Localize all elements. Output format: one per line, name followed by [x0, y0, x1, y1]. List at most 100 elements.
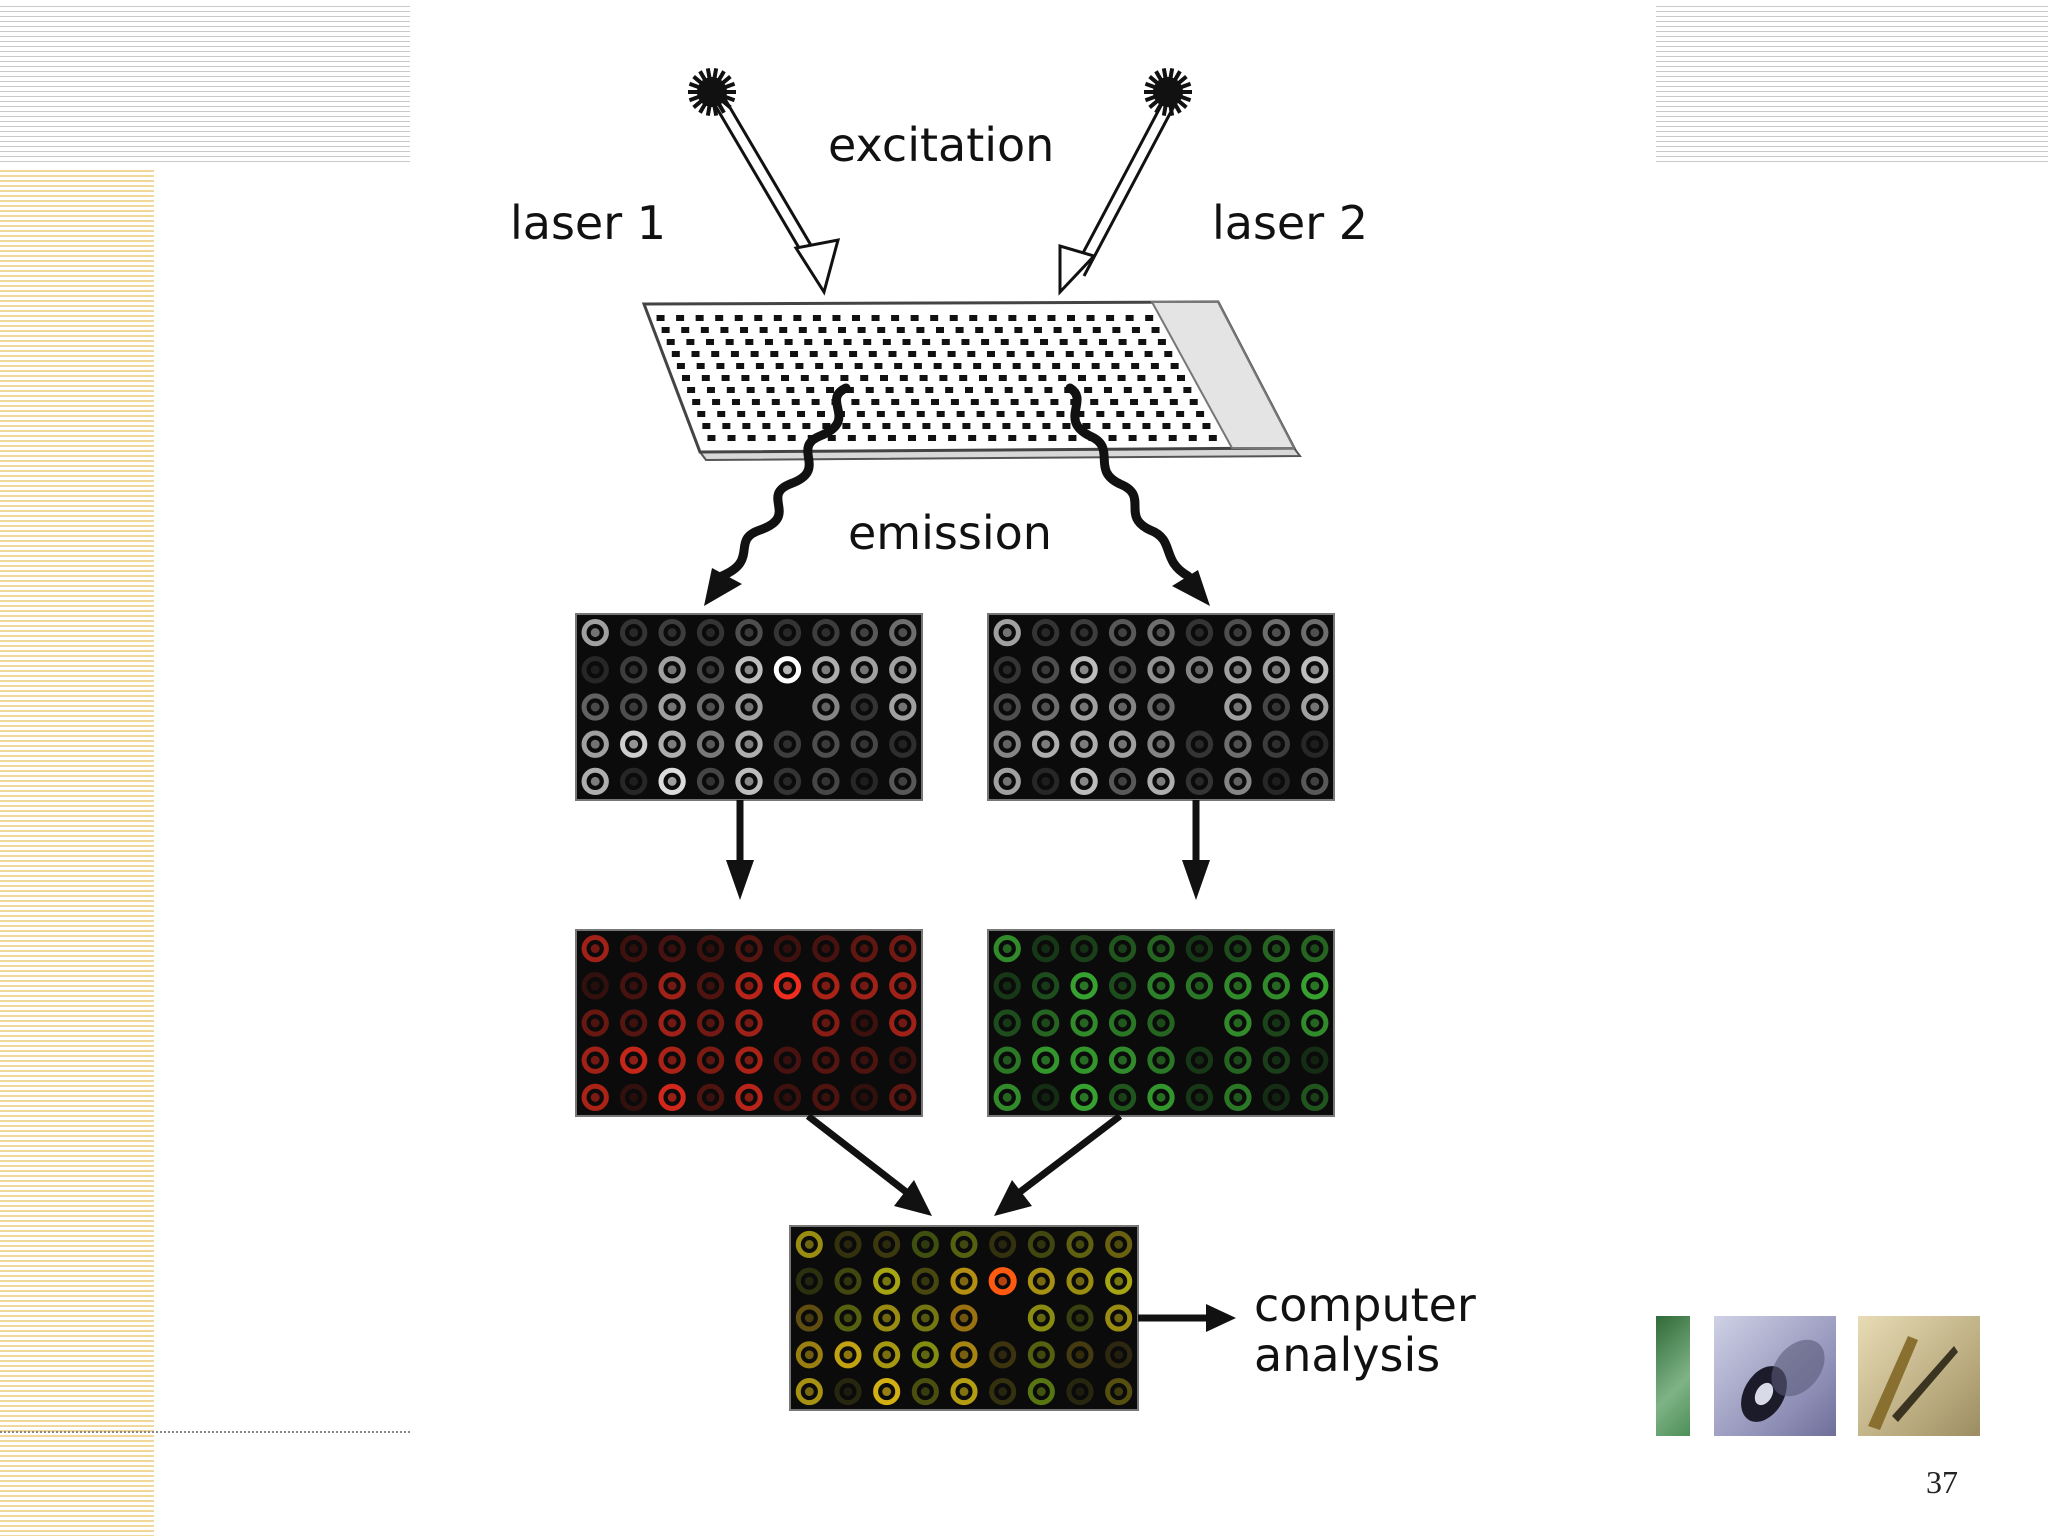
- microarray-spot: [1224, 730, 1252, 758]
- array-spot: [1000, 339, 1009, 345]
- scan-panel-laser2: [987, 613, 1335, 801]
- microarray-spot: [581, 934, 609, 963]
- array-spot: [1004, 387, 1013, 393]
- microarray-spot: [1185, 1083, 1214, 1112]
- microarray-spot: [1070, 730, 1098, 758]
- array-spot: [916, 411, 925, 417]
- array-spot: [1022, 423, 1031, 429]
- arrow-icon: [1058, 99, 1176, 296]
- microarray-spot: [812, 1083, 840, 1112]
- array-spot: [874, 363, 883, 369]
- microarray-spot: [1066, 1378, 1094, 1406]
- array-spot: [1082, 423, 1091, 429]
- microarray-spot: [873, 1304, 901, 1332]
- array-spot: [969, 315, 978, 321]
- microarray-spot: [1066, 1230, 1094, 1258]
- array-spot: [852, 315, 860, 321]
- array-spot: [877, 327, 886, 333]
- array-spot: [998, 375, 1007, 381]
- microarray-spot: [581, 1009, 609, 1037]
- arrow-icon: [994, 1180, 1032, 1216]
- microarray-spot: [1224, 1083, 1252, 1112]
- microarray-spot: [1070, 767, 1098, 796]
- microarray-spot: [1301, 1083, 1329, 1112]
- array-spot: [1148, 435, 1157, 441]
- array-spot: [888, 351, 897, 357]
- microarray-spot: [1066, 1341, 1094, 1369]
- array-spot: [882, 423, 891, 429]
- microarray-spot: [658, 656, 686, 684]
- array-spot: [968, 435, 977, 441]
- microarray-spot: [873, 1230, 901, 1258]
- array-spot: [742, 423, 751, 429]
- pen-photo-icon: [1858, 1316, 1980, 1436]
- array-spot: [731, 399, 740, 405]
- arrow-icon: [726, 860, 754, 900]
- array-spot: [1052, 363, 1061, 369]
- microarray-spot: [1224, 972, 1252, 1000]
- microarray-spot: [993, 693, 1021, 721]
- array-spot: [1208, 435, 1217, 441]
- footer-divider: [0, 1431, 410, 1433]
- array-spot: [1123, 387, 1132, 393]
- microarray-spot: [658, 730, 686, 758]
- array-spot: [942, 423, 951, 429]
- array-spot: [1103, 387, 1112, 393]
- array-spot: [707, 435, 716, 441]
- microarray-spot: [993, 1046, 1021, 1074]
- laser2-label: laser 2: [1212, 196, 1369, 250]
- array-spot: [965, 387, 974, 393]
- array-spot: [823, 339, 832, 345]
- array-spot: [956, 411, 965, 417]
- microarray-spot: [620, 730, 648, 758]
- array-spot: [1050, 399, 1059, 405]
- array-spot: [880, 375, 888, 381]
- array-spot: [913, 363, 922, 369]
- microarray-spot: [1262, 767, 1290, 796]
- microarray-spot: [735, 767, 763, 796]
- sun-burst-icon: [688, 68, 736, 116]
- microarray-spot: [696, 1009, 725, 1037]
- array-spot: [986, 351, 995, 357]
- microarray-spot: [1108, 934, 1137, 963]
- microarray-spot: [581, 1046, 609, 1074]
- array-spot: [1036, 411, 1045, 417]
- microarray-spot: [1262, 972, 1290, 1000]
- array-spot: [882, 339, 891, 345]
- microarray-spot: [1108, 618, 1137, 647]
- microarray-spot: [696, 1046, 725, 1074]
- array-spot: [979, 375, 987, 381]
- array-spot: [802, 423, 811, 429]
- microarray-spot: [988, 1267, 1017, 1296]
- microarray-spot: [735, 618, 763, 647]
- array-spot: [862, 423, 871, 429]
- array-spot: [1098, 339, 1107, 345]
- array-spot: [1056, 411, 1065, 417]
- array-spot: [741, 375, 750, 381]
- array-spot: [740, 327, 749, 333]
- microarray-spot: [889, 1083, 917, 1112]
- microarray-spot: [620, 1046, 648, 1074]
- array-spot: [1096, 411, 1105, 417]
- microarray-spot: [795, 1378, 823, 1406]
- array-spot: [1112, 327, 1121, 333]
- array-spot: [902, 339, 911, 345]
- array-spot: [1157, 339, 1166, 345]
- array-spot: [867, 435, 876, 441]
- array-spot: [919, 375, 928, 381]
- array-spot: [706, 339, 715, 345]
- array-spot: [1128, 435, 1137, 441]
- arrow-icon: [1009, 1113, 1123, 1201]
- array-spot: [910, 315, 919, 321]
- microarray-spot: [812, 1046, 840, 1074]
- microarray-spot: [696, 618, 725, 647]
- array-spot: [725, 339, 734, 345]
- microarray-spot: [1262, 693, 1290, 721]
- microarray-spot: [735, 1046, 763, 1074]
- array-spot: [982, 423, 991, 429]
- array-spot: [687, 387, 696, 393]
- microarray-spot: [620, 693, 648, 721]
- microarray-spot: [1070, 1083, 1098, 1112]
- microarray-spot: [658, 618, 686, 647]
- array-spot: [811, 399, 820, 405]
